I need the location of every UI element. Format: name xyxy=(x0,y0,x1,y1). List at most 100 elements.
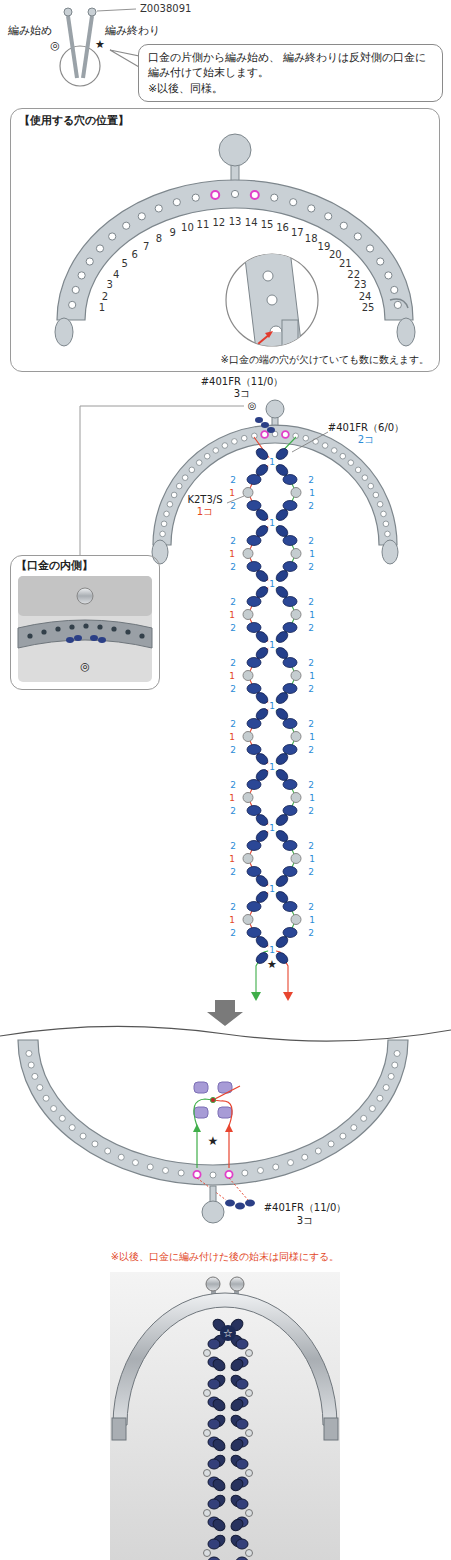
drawing-part xyxy=(152,540,168,564)
photo-bead xyxy=(208,1557,220,1560)
frame-hole xyxy=(261,431,268,438)
photo-bead xyxy=(211,1397,227,1413)
hole-number: 9 xyxy=(170,228,176,238)
frame-hole xyxy=(242,1170,248,1176)
drawing-part xyxy=(230,1277,244,1291)
large-bead xyxy=(247,806,261,816)
frame-hole xyxy=(204,453,210,459)
frame-hole xyxy=(271,194,278,201)
drawing-part xyxy=(243,437,301,993)
accent-bead xyxy=(291,854,301,864)
photo-bead xyxy=(211,1437,227,1453)
drawing-part xyxy=(113,1293,337,1425)
small-clasp xyxy=(60,8,139,86)
frame-hole xyxy=(394,301,401,308)
drawing-part xyxy=(265,331,273,338)
large-bead xyxy=(283,867,297,877)
large-bead xyxy=(283,623,297,633)
frame-hole xyxy=(232,439,238,445)
seed-bead xyxy=(274,751,290,766)
drawing-part xyxy=(194,1107,208,1118)
frame-hole xyxy=(192,194,199,201)
bead-count: 1 xyxy=(309,732,315,741)
frame-hole xyxy=(178,1170,184,1176)
drawing-part xyxy=(282,320,298,354)
large-bead xyxy=(247,867,261,877)
photo-bead xyxy=(236,1459,248,1469)
panel-note: ※口金の端の穴が欠けていても数に数えます。 xyxy=(221,354,429,365)
drawing-part xyxy=(18,1040,408,1185)
frame-hole xyxy=(193,1171,200,1178)
bead-count: 2 xyxy=(230,684,236,693)
panel-heading: 【口金の内側】 xyxy=(16,560,93,572)
drawing-part xyxy=(18,576,152,682)
frame-hole xyxy=(251,191,259,199)
large-bead xyxy=(247,902,261,912)
frame-hole xyxy=(123,222,130,229)
frame-hole xyxy=(348,460,354,466)
drawing-part xyxy=(194,1099,213,1168)
frame-hole xyxy=(313,439,319,445)
frame-hole xyxy=(92,1141,98,1147)
large-bead xyxy=(247,684,261,694)
bead-count: 1 xyxy=(268,458,276,467)
frame-hole xyxy=(167,501,173,507)
large-bead xyxy=(283,928,297,938)
bead-spec: #401FR（11/0） xyxy=(201,377,284,387)
bead-count: 1 xyxy=(268,641,276,650)
hole-number: 25 xyxy=(362,303,375,313)
frame-hole xyxy=(210,1172,216,1178)
photo-bead xyxy=(204,1470,211,1477)
photo-bead xyxy=(236,1419,248,1429)
drawing-part xyxy=(382,540,398,564)
header-label: Z0038091 xyxy=(140,4,191,14)
drawing-part xyxy=(207,1000,243,1026)
frame-hole xyxy=(69,1125,75,1131)
bead-count: 2 xyxy=(230,841,236,850)
frame-hole xyxy=(381,511,387,517)
frame-hole xyxy=(80,1133,86,1139)
frame-hole xyxy=(369,1106,375,1112)
marker-symbol: 3コ xyxy=(297,1216,313,1226)
drawing-part xyxy=(219,134,251,166)
drawing-part xyxy=(64,8,72,16)
bead-count: 2 xyxy=(230,928,236,937)
hole-number: 6 xyxy=(131,250,137,260)
photo-bead xyxy=(204,1550,211,1557)
drawing-part xyxy=(88,8,96,16)
accent-bead xyxy=(243,549,253,559)
frame-hole xyxy=(176,483,182,489)
large-bead xyxy=(283,745,297,755)
frame-hole xyxy=(377,1095,383,1101)
drawing-part xyxy=(26,1050,400,1178)
accent-bead xyxy=(291,671,301,681)
photo-bead xyxy=(211,1477,227,1493)
large-bead xyxy=(283,562,297,572)
frame-hole xyxy=(366,245,373,252)
marker-symbol: ★ xyxy=(208,1135,219,1147)
frame-hole xyxy=(96,245,103,252)
photo-bead xyxy=(229,1397,245,1413)
bead-count: 2 xyxy=(230,745,236,754)
bead-count: 1 xyxy=(309,549,315,558)
drawing-part xyxy=(270,326,282,332)
bead-spec: 1コ xyxy=(197,507,213,517)
photo-bead xyxy=(208,1499,220,1509)
frame-bead-diagram xyxy=(80,400,398,1026)
bead-count: 1 xyxy=(229,915,235,924)
large-bead xyxy=(247,658,261,668)
hole-number: 18 xyxy=(305,234,318,244)
drawing-part xyxy=(263,271,273,281)
drawing-part xyxy=(83,16,92,78)
large-bead xyxy=(247,841,261,851)
photo-bead xyxy=(246,1470,253,1477)
large-bead xyxy=(247,623,261,633)
bead-count: 2 xyxy=(308,536,314,545)
seed-bead xyxy=(274,812,290,827)
drawing-part xyxy=(80,406,81,555)
frame-hole xyxy=(69,301,76,308)
hole-number: 24 xyxy=(359,292,372,302)
large-bead xyxy=(283,780,297,790)
drawing-part xyxy=(77,588,93,604)
frame-hole xyxy=(26,1050,32,1056)
